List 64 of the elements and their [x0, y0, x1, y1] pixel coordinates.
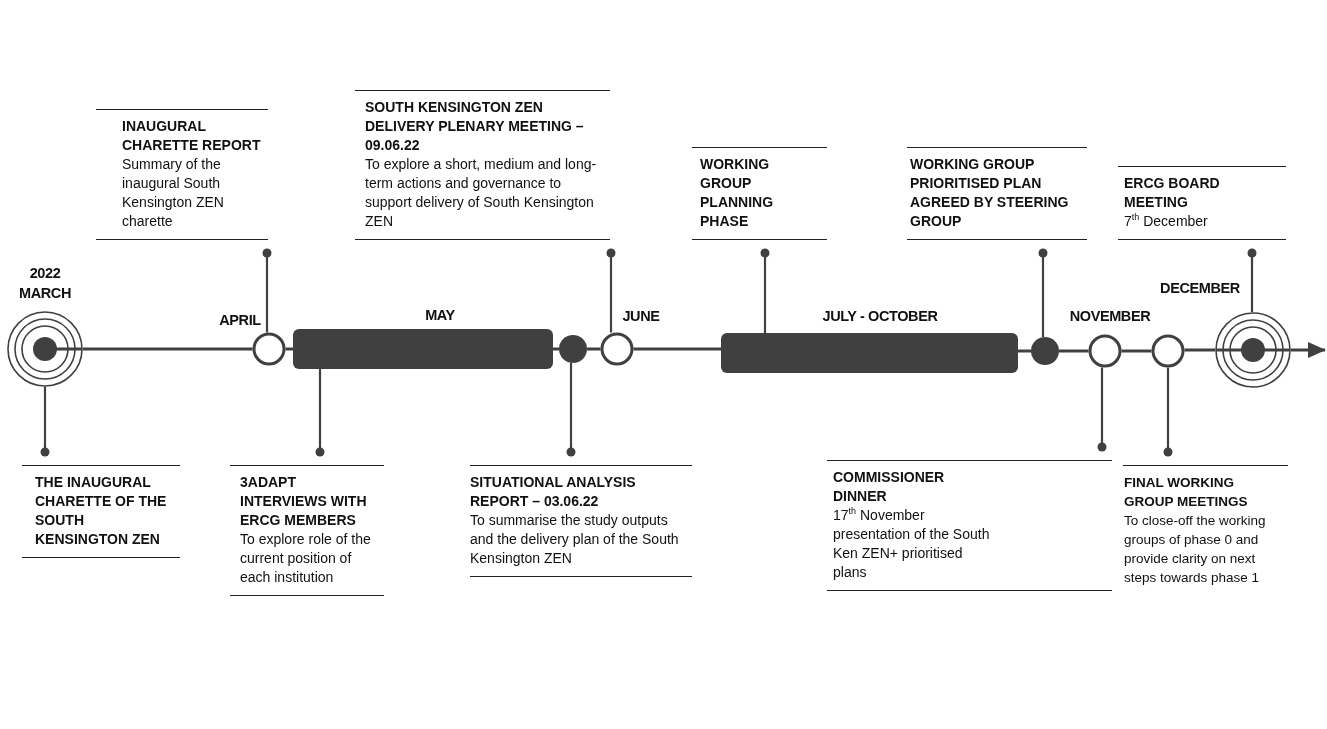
timeline-line: [1121, 349, 1152, 353]
event-title: FINAL WORKING GROUP MEETINGS: [1124, 474, 1249, 511]
event-description: To summarise the study outputs and the delivery plan of the South Kensington ZEN: [470, 511, 680, 568]
month-label: MAY: [425, 306, 455, 324]
event-text-block: [355, 90, 610, 240]
month-label: APRIL: [219, 311, 261, 329]
event-title: COMMISSIONER DINNER: [833, 468, 946, 506]
event-title: SITUATIONAL ANALYSIS REPORT – 03.06.22: [470, 473, 637, 511]
month-label: NOVEMBER: [1069, 307, 1151, 325]
milestone-dot: [559, 335, 587, 363]
milestone-circle: [600, 332, 634, 366]
timeline-line: [83, 347, 253, 351]
leader-line: [1038, 248, 1048, 337]
timeline-line: [1184, 348, 1215, 352]
timeline-line: [285, 347, 293, 351]
event-title: THE INAUGURAL CHARETTE OF THE SOUTH KENSINGTON ZEN: [35, 473, 168, 549]
milestone-circle: [252, 332, 286, 366]
leader-line: [606, 248, 616, 333]
milestone-dot: [1031, 337, 1059, 365]
leader-line: [760, 248, 770, 333]
event-description: Summary of the inaugural South Kensington ZEN charette: [122, 155, 225, 231]
event-description: 7$^{th}$ December: [1124, 212, 1209, 231]
event-description: To close-off the working groups of phase 0 and provide clarity on next steps towards phase 1: [1124, 512, 1267, 587]
timeline-line: [633, 347, 721, 351]
month-label: 2022: [29, 264, 61, 282]
month-label: JUNE: [622, 307, 660, 325]
event-text-block: [1118, 166, 1286, 240]
event-text-block: [692, 147, 827, 240]
leader-line: [40, 387, 50, 457]
event-title: 3ADAPT INTERVIEWS WITH ERCG MEMBERS: [240, 473, 368, 530]
event-text-block: [827, 460, 1112, 591]
event-title: SOUTH KENSINGTON ZEN DELIVERY PLENARY MEETING – 09.06.22: [365, 98, 585, 155]
event-title: INAUGURAL CHARETTE REPORT: [122, 117, 262, 155]
timeline-bar: [721, 333, 1018, 373]
timeline-line: [1059, 349, 1089, 353]
event-text-block: [907, 147, 1087, 240]
leader-line: [315, 369, 325, 457]
month-label: JULY - OCTOBER: [822, 307, 938, 325]
leader-line: [1097, 367, 1107, 452]
event-description: To explore a short, medium and long-term actions and governance to support delivery of South Kensington ZEN: [365, 155, 598, 231]
event-text-block: [96, 109, 268, 240]
leader-line: [262, 248, 272, 333]
event-description: To explore role of the current position of each institution: [240, 530, 372, 587]
event-title: WORKING GROUP PRIORITISED PLAN AGREED BY STEERING GROUP: [910, 155, 1070, 231]
leader-line: [1247, 248, 1257, 312]
timeline-line: [1018, 349, 1031, 353]
timeline-line: [553, 347, 559, 351]
leader-line: [1163, 367, 1173, 457]
event-text-block: [230, 465, 384, 596]
timeline-line: [1291, 342, 1326, 358]
event-text-block: [470, 465, 692, 577]
event-title: ERCG BOARD MEETING: [1124, 174, 1221, 212]
month-label: MARCH: [19, 284, 71, 302]
milestone-circle: [1151, 334, 1185, 368]
event-description: 17$^{th}$ November presentation of the South Ken ZEN+ prioritised plans: [833, 506, 991, 582]
timeline-bar: [293, 329, 553, 369]
target-marker: [1215, 312, 1291, 388]
milestone-circle: [1088, 334, 1122, 368]
event-text-block: [22, 465, 180, 558]
target-marker: [7, 311, 83, 387]
leader-line: [566, 363, 576, 457]
timeline-line: [587, 347, 601, 351]
month-label: DECEMBER: [1160, 279, 1240, 297]
event-title: WORKING GROUP PLANNING PHASE: [700, 155, 775, 231]
